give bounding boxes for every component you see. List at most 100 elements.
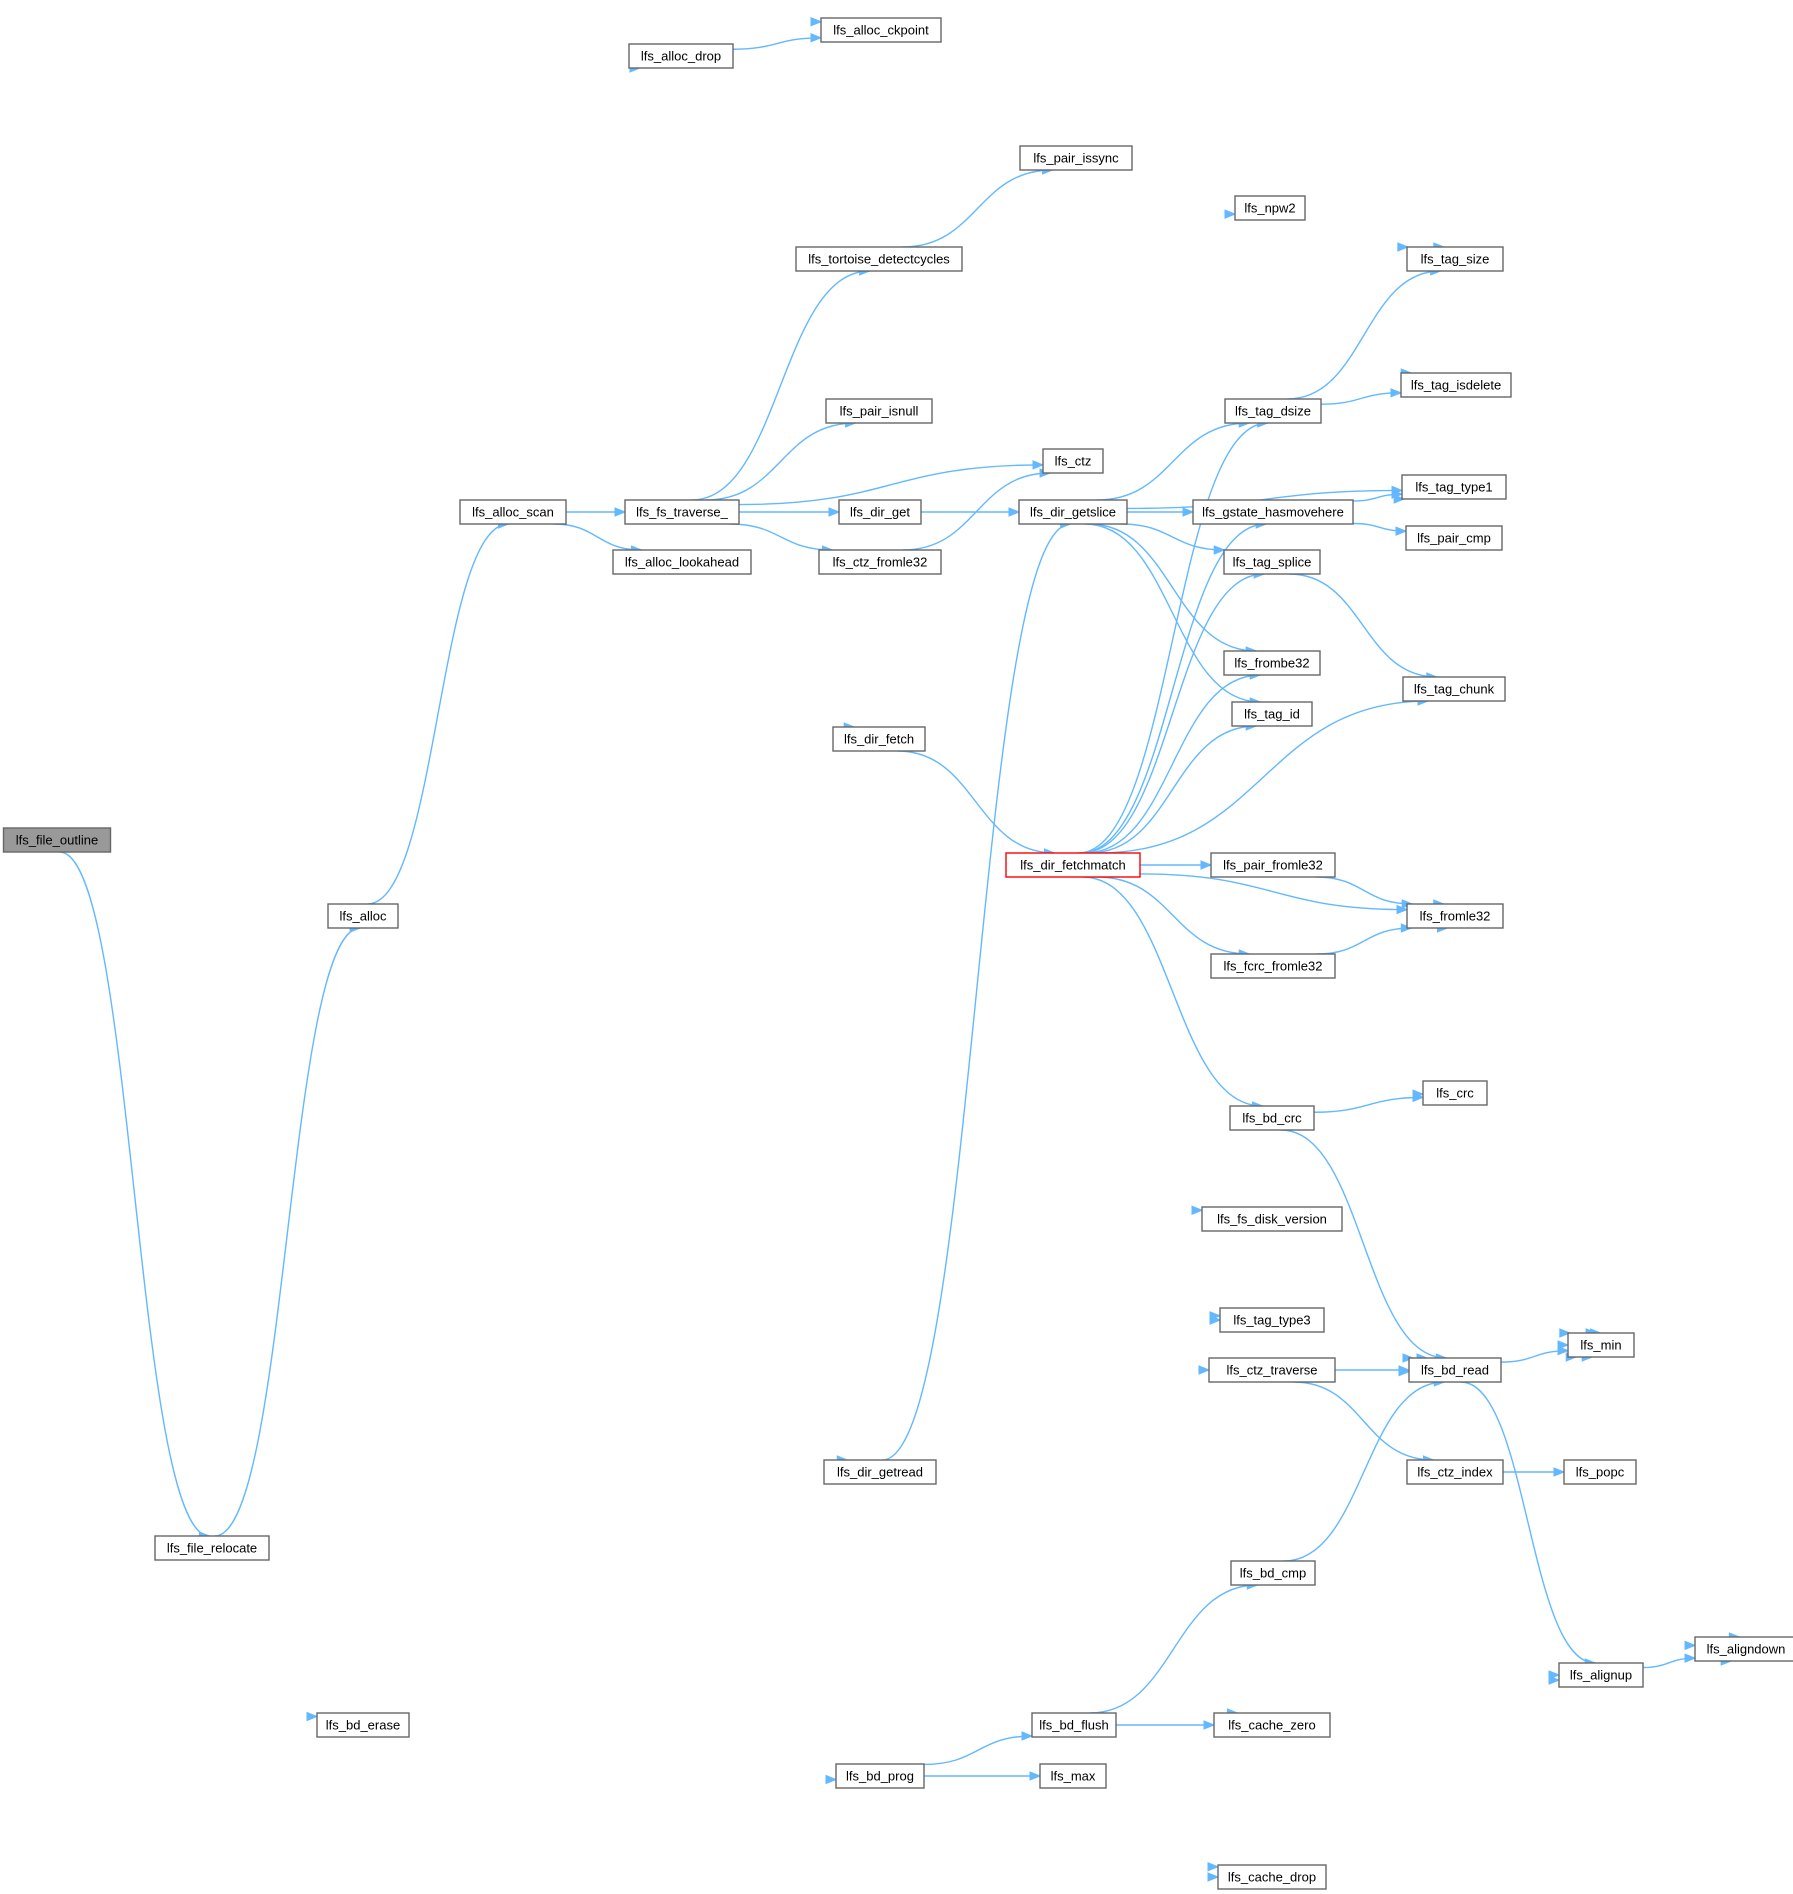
arrowhead-dir_getslice-to-tag_splice [1213, 545, 1226, 555]
node-alignup[interactable]: lfs_alignup [1558, 1662, 1644, 1688]
edge-file_relocate-to-alloc [214, 927, 361, 1537]
node-dir-getread[interactable]: lfs_dir_getread [823, 1459, 937, 1485]
node-bd-crc[interactable]: lfs_bd_crc [1229, 1105, 1315, 1131]
node-box [1019, 145, 1133, 171]
edge-fcrc_fromle32-to-fromle32 [1316, 927, 1412, 955]
node-pair-issync[interactable]: lfs_pair_issync [1019, 145, 1133, 171]
node-dir-fetch[interactable]: lfs_dir_fetch [832, 726, 926, 752]
node-fs-traverse[interactable]: lfs_fs_traverse_ [624, 499, 740, 525]
node-pair-cmp[interactable]: lfs_pair_cmp [1405, 525, 1503, 551]
node-label: lfs_tag_type3 [1233, 1313, 1310, 1328]
node-tag-type1[interactable]: lfs_tag_type1 [1401, 474, 1507, 500]
node-file-outline[interactable]: lfs_file_outline [2, 827, 112, 853]
node-label: lfs_tag_type1 [1415, 480, 1492, 495]
node-tag-type3[interactable]: lfs_tag_type3 [1219, 1307, 1325, 1333]
node-label: lfs_cache_zero [1228, 1718, 1315, 1733]
node-label: lfs_tortoise_detectcycles [808, 252, 950, 267]
node-label: lfs_popc [1576, 1465, 1625, 1480]
node-label: lfs_dir_getslice [1030, 505, 1116, 520]
node-alloc-ckpoint[interactable]: lfs_alloc_ckpoint [820, 17, 942, 43]
node-label: lfs_file_relocate [167, 1541, 257, 1556]
node-bd-prog[interactable]: lfs_bd_prog [835, 1763, 925, 1789]
node-box [1201, 1206, 1343, 1232]
node-label: lfs_pair_fromle32 [1223, 858, 1323, 873]
node-ctz-traverse[interactable]: lfs_ctz_traverse [1208, 1357, 1336, 1383]
edge-pair_fromle32-to-fromle32 [1315, 876, 1413, 905]
node-file-relocate[interactable]: lfs_file_relocate [154, 1535, 270, 1561]
node-fromle32[interactable]: lfs_fromle32 [1406, 903, 1504, 929]
node-alloc-drop[interactable]: lfs_alloc_drop [628, 43, 734, 69]
arrowhead-file_relocate-to-bd_erase [306, 1711, 319, 1722]
node-box [154, 1535, 270, 1561]
arrowhead-dir_getread-to-min [1557, 1340, 1570, 1350]
node-pair-isnull[interactable]: lfs_pair_isnull [825, 398, 933, 424]
edge-dir_fetchmatch-to-gstate [1079, 523, 1267, 854]
node-gstate[interactable]: lfs_gstate_hasmovehere [1192, 499, 1354, 525]
node-label: lfs_pair_issync [1033, 151, 1119, 166]
edge-dir_getslice-to-tag_id [1084, 523, 1261, 703]
edge-dir_fetchmatch-to-tag_splice [1080, 573, 1265, 854]
node-bd-cmp[interactable]: lfs_bd_cmp [1230, 1560, 1316, 1586]
node-min[interactable]: lfs_min [1567, 1332, 1635, 1358]
node-ctz-index[interactable]: lfs_ctz_index [1406, 1459, 1504, 1485]
node-tag-chunk[interactable]: lfs_tag_chunk [1402, 676, 1506, 702]
node-box [1224, 398, 1322, 424]
node-tag-dsize[interactable]: lfs_tag_dsize [1224, 398, 1322, 424]
node-box [1422, 1080, 1488, 1106]
arrowhead-tag_dsize-to-tag_isdelete [1390, 388, 1403, 398]
node-label: lfs_pair_cmp [1417, 531, 1491, 546]
node-box [1018, 499, 1128, 525]
node-bd-flush[interactable]: lfs_bd_flush [1031, 1712, 1117, 1738]
node-label: lfs_alignup [1570, 1668, 1632, 1683]
node-tag-splice[interactable]: lfs_tag_splice [1223, 549, 1321, 575]
arrowhead-bd_read-to-min [1557, 1345, 1570, 1356]
node-label: lfs_tag_size [1421, 252, 1490, 267]
node-npw2[interactable]: lfs_npw2 [1234, 195, 1306, 221]
node-label: lfs_crc [1436, 1086, 1474, 1101]
node-pair-fromle32[interactable]: lfs_pair_fromle32 [1210, 852, 1336, 878]
node-label: lfs_frombe32 [1234, 656, 1309, 671]
arrowhead-file_relocate-to-bd_read [1398, 1366, 1411, 1377]
node-ctz-fromle32[interactable]: lfs_ctz_fromle32 [818, 549, 942, 575]
edge-dir_fetchmatch-to-tag_dsize [1078, 422, 1268, 854]
node-label: lfs_file_outline [16, 833, 98, 848]
edge-dir_getslice-to-tag_dsize [1096, 422, 1250, 501]
node-box [838, 499, 922, 525]
node-box [1558, 1662, 1644, 1688]
node-fs-disk-version[interactable]: lfs_fs_disk_version [1201, 1206, 1343, 1232]
node-box [820, 17, 942, 43]
node-label: lfs_tag_chunk [1414, 682, 1495, 697]
node-box [1210, 852, 1336, 878]
node-dir-getslice[interactable]: lfs_dir_getslice [1018, 499, 1128, 525]
node-box [1230, 1560, 1316, 1586]
node-tortoise[interactable]: lfs_tortoise_detectcycles [795, 246, 963, 272]
node-bd-read[interactable]: lfs_bd_read [1408, 1357, 1502, 1383]
node-box [1408, 1357, 1502, 1383]
node-crc[interactable]: lfs_crc [1422, 1080, 1488, 1106]
node-box [1223, 549, 1321, 575]
node-tag-id[interactable]: lfs_tag_id [1231, 701, 1313, 727]
node-dir-fetchmatch[interactable]: lfs_dir_fetchmatch [1005, 852, 1141, 878]
node-fcrc-fromle32[interactable]: lfs_fcrc_fromle32 [1210, 953, 1336, 979]
node-max[interactable]: lfs_max [1039, 1763, 1107, 1789]
node-cache-zero[interactable]: lfs_cache_zero [1213, 1712, 1331, 1738]
node-ctz[interactable]: lfs_ctz [1042, 448, 1104, 474]
node-label: lfs_aligndown [1707, 1642, 1786, 1657]
arrowhead-bd_crc-to-min [1559, 1328, 1572, 1338]
edge-dir_fetchmatch-to-tag_id [1088, 725, 1257, 854]
node-bd-erase[interactable]: lfs_bd_erase [316, 1712, 410, 1738]
node-aligndown[interactable]: lfs_aligndown [1694, 1636, 1793, 1662]
node-alloc[interactable]: lfs_alloc [327, 903, 399, 929]
arrowhead-alignup-to-aligndown [1684, 1653, 1697, 1663]
node-dir-get[interactable]: lfs_dir_get [838, 499, 922, 525]
node-alloc-scan[interactable]: lfs_alloc_scan [459, 499, 567, 525]
node-tag-size[interactable]: lfs_tag_size [1406, 246, 1504, 272]
node-tag-isdelete[interactable]: lfs_tag_isdelete [1400, 372, 1512, 398]
arrowhead-bd_prog-to-bd_flush [1021, 1731, 1034, 1741]
node-box [628, 43, 734, 69]
node-frombe32[interactable]: lfs_frombe32 [1223, 650, 1321, 676]
node-popc[interactable]: lfs_popc [1563, 1459, 1637, 1485]
node-alloc-lookahead[interactable]: lfs_alloc_lookahead [612, 549, 752, 575]
arrowhead-gstate-to-pair_cmp [1395, 526, 1408, 536]
node-cache-drop[interactable]: lfs_cache_drop [1217, 1864, 1327, 1890]
